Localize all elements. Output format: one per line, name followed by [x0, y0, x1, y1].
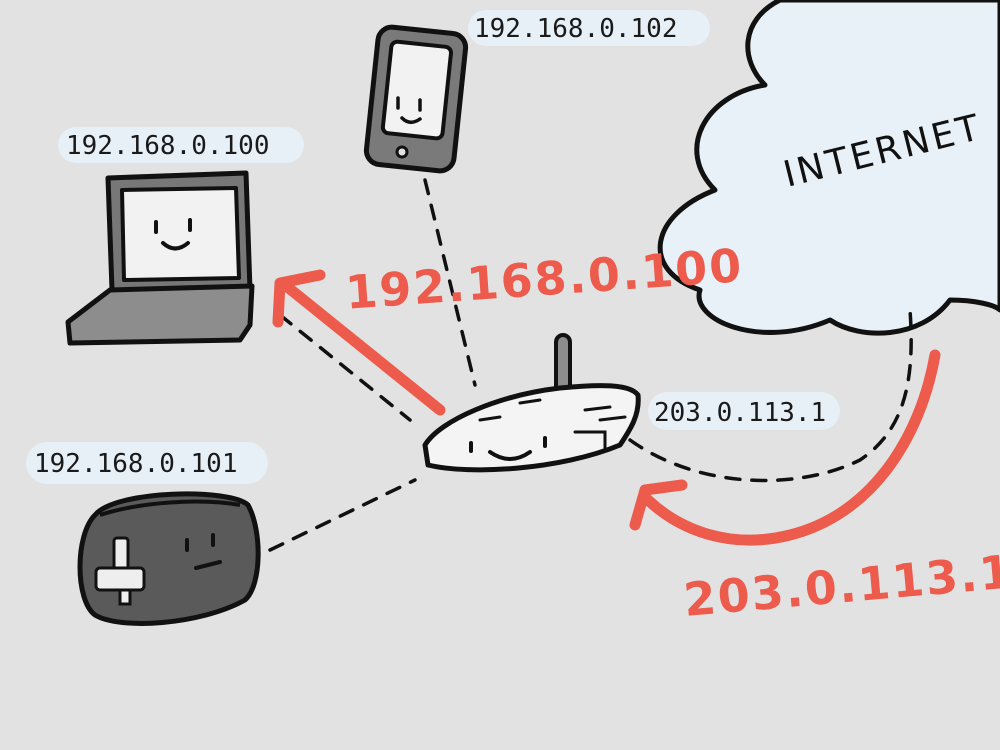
internet-cloud: INTERNET [657, 0, 1000, 336]
link-laptop-router [278, 313, 412, 422]
connection-lines [268, 178, 913, 552]
router-device [422, 333, 641, 473]
toaster-ip-label: 192.168.0.101 [34, 449, 238, 479]
phone-ip-label: 192.168.0.102 [474, 14, 678, 44]
link-phone-router [423, 178, 477, 387]
arrow-label-laptop-ip: 192.168.0.100 [344, 238, 745, 320]
red-arrows [272, 269, 941, 546]
phone-face [396, 96, 422, 124]
link-router-internet [628, 308, 913, 483]
router-ip-label: 203.0.113.1 [654, 398, 826, 428]
router-face [469, 436, 547, 461]
laptop-face [154, 218, 192, 251]
toaster-face [185, 533, 222, 570]
ip-tag-router: 203.0.113.1 [648, 392, 840, 430]
phone-device [363, 24, 469, 174]
laptop-ip-label: 192.168.0.100 [66, 131, 270, 161]
ip-tag-toaster: 192.168.0.101 [26, 442, 268, 484]
arrow-to-router [629, 349, 941, 546]
ip-tag-phone: 192.168.0.102 [468, 10, 710, 46]
arrow-to-laptop [272, 269, 446, 416]
link-toaster-router [268, 478, 417, 552]
laptop-device [65, 170, 255, 346]
toaster-knob [94, 566, 146, 592]
phone-home-button [395, 145, 409, 159]
toaster-device [77, 491, 261, 626]
arrow-label-router-ip: 203.0.113.1 [681, 544, 1000, 627]
ip-tag-laptop: 192.168.0.100 [58, 127, 304, 163]
